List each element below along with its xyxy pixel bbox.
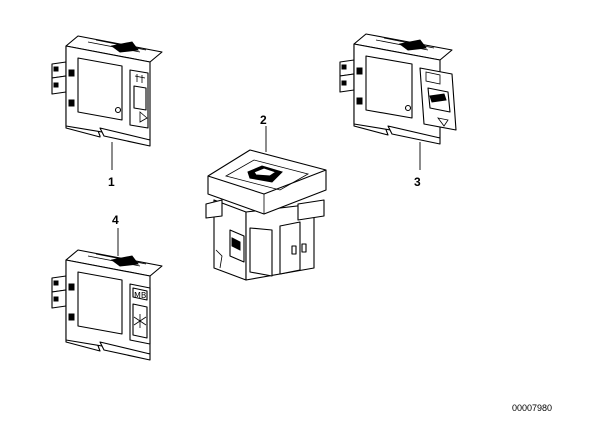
switch-4: MB <box>51 249 163 361</box>
switch-3 <box>339 33 457 145</box>
snowflake-icon <box>133 314 147 328</box>
part-number-4: 4 <box>112 213 119 227</box>
reference-code: 00007980 <box>512 403 552 413</box>
symbol-label: MB <box>134 291 146 300</box>
part-number-2: 2 <box>260 113 267 127</box>
part-number-3: 3 <box>414 175 421 189</box>
switch-1 <box>51 35 163 147</box>
part-number-1: 1 <box>108 175 115 189</box>
switch-2 <box>205 149 327 281</box>
